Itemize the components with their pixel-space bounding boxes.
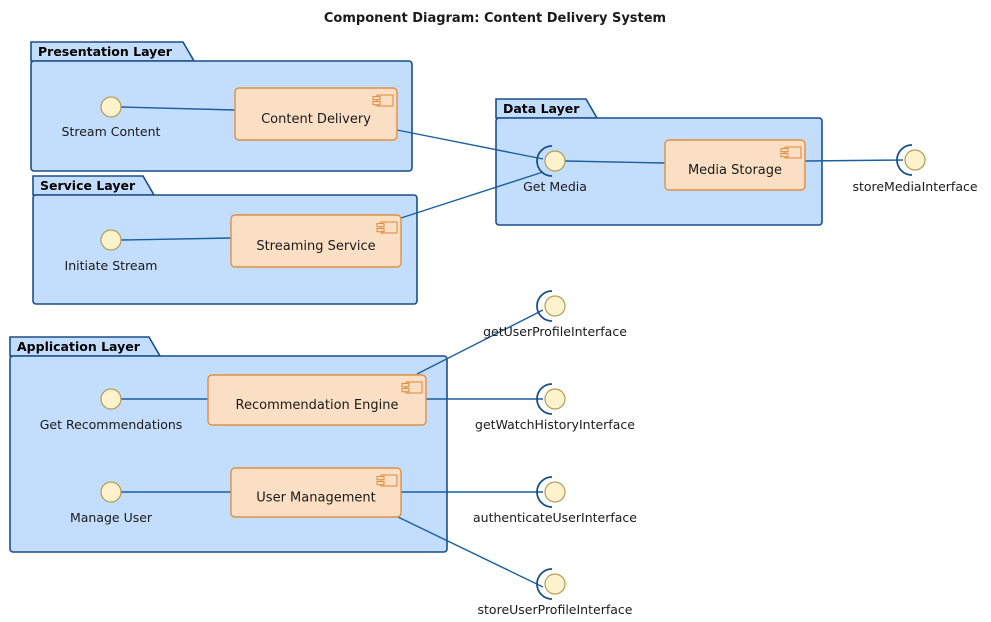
component-icon-body xyxy=(380,474,398,487)
interface-label: Get Recommendations xyxy=(40,417,183,432)
component-icon-body xyxy=(376,94,394,107)
component-box xyxy=(234,87,398,141)
connector-recommendation-engine-to-get-user-profile-interface xyxy=(416,309,544,375)
component-stereotype-icon xyxy=(401,381,423,394)
component-recommendation-engine[interactable]: Recommendation Engine xyxy=(207,374,427,426)
interface-label: getUserProfileInterface xyxy=(483,324,627,339)
component-label: Media Storage xyxy=(688,163,782,178)
page-title: Component Diagram: Content Delivery Syst… xyxy=(324,11,666,26)
connector-stream-content-to-content-delivery xyxy=(120,106,236,111)
interface-label: Manage User xyxy=(70,510,153,525)
interface-socket-arc xyxy=(536,145,553,177)
interface-socket-arc xyxy=(536,568,553,600)
component-label: User Management xyxy=(256,491,375,506)
component-media-storage[interactable]: Media Storage xyxy=(664,139,806,191)
connector-media-storage-to-store-media-interface xyxy=(804,159,904,162)
component-icon-tab-bottom xyxy=(376,480,385,486)
interface-initiate-stream[interactable]: Initiate Stream xyxy=(65,229,158,273)
connector-user-management-to-store-user-profile-interface xyxy=(397,516,544,588)
interface-ball-icon xyxy=(100,96,122,118)
interface-ball-icon xyxy=(544,150,566,172)
component-icon-tab-top xyxy=(376,222,385,228)
interface-label: authenticateUserInterface xyxy=(473,510,637,525)
interface-ball-icon xyxy=(544,388,566,410)
interface-label: storeUserProfileInterface xyxy=(478,602,633,617)
package-label: Application Layer xyxy=(17,339,141,354)
component-icon-tab-bottom xyxy=(780,152,789,158)
interface-ball-icon xyxy=(544,573,566,595)
component-icon-body xyxy=(405,381,423,394)
interface-label: Initiate Stream xyxy=(65,258,158,273)
interface-stream-content[interactable]: Stream Content xyxy=(62,96,161,139)
interface-get-user-profile-interface[interactable]: getUserProfileInterface xyxy=(483,290,627,339)
component-box xyxy=(664,139,806,191)
component-icon-tab-top xyxy=(376,475,385,481)
component-box xyxy=(230,467,402,518)
component-box xyxy=(207,374,427,426)
connector-streaming-service-to-get-media xyxy=(400,171,544,219)
component-box xyxy=(230,214,402,268)
interface-get-media[interactable]: Get Media xyxy=(523,145,587,194)
package-label: Service Layer xyxy=(40,178,136,193)
interface-ball-icon xyxy=(100,481,122,503)
interface-socket-arc xyxy=(896,144,913,176)
connector-initiate-stream-to-streaming-service xyxy=(120,237,232,241)
component-stereotype-icon xyxy=(780,146,802,159)
component-icon-body xyxy=(784,146,802,159)
component-stereotype-icon xyxy=(376,221,398,234)
interface-ball-icon xyxy=(100,229,122,251)
component-icon-tab-top xyxy=(372,95,381,101)
interface-label: Get Media xyxy=(523,179,587,194)
component-stereotype-icon xyxy=(376,474,398,487)
component-icon-tab-top xyxy=(780,147,789,153)
component-stereotype-icon xyxy=(372,94,394,107)
interface-label: getWatchHistoryInterface xyxy=(475,417,635,432)
connectors-layer xyxy=(120,106,904,588)
component-icon-tab-bottom xyxy=(372,100,381,106)
component-user-management[interactable]: User Management xyxy=(230,467,402,518)
interface-authenticate-user-interface[interactable]: authenticateUserInterface xyxy=(473,476,637,525)
interface-manage-user[interactable]: Manage User xyxy=(70,481,153,525)
interface-socket-arc xyxy=(536,476,553,508)
component-icon-tab-bottom xyxy=(401,387,410,393)
interface-ball-icon xyxy=(544,295,566,317)
interface-store-user-profile-interface[interactable]: storeUserProfileInterface xyxy=(478,568,633,617)
package-label: Presentation Layer xyxy=(38,44,173,59)
component-streaming-service[interactable]: Streaming Service xyxy=(230,214,402,268)
connector-get-media-to-media-storage xyxy=(564,160,666,164)
interface-label: storeMediaInterface xyxy=(852,179,977,194)
interface-ball-icon xyxy=(904,149,926,171)
component-icon-tab-top xyxy=(401,382,410,388)
package-label: Data Layer xyxy=(503,101,580,116)
interface-get-watch-history-interface[interactable]: getWatchHistoryInterface xyxy=(475,383,635,432)
interface-ball-icon xyxy=(544,481,566,503)
component-icon-tab-bottom xyxy=(376,227,385,233)
interface-socket-arc xyxy=(536,290,553,322)
component-label: Content Delivery xyxy=(261,112,371,127)
component-label: Recommendation Engine xyxy=(236,398,399,413)
component-icon-body xyxy=(380,221,398,234)
interface-ball-icon xyxy=(100,388,122,410)
interface-store-media-interface[interactable]: storeMediaInterface xyxy=(852,144,978,194)
interface-label: Stream Content xyxy=(62,124,161,139)
interface-socket-arc xyxy=(536,383,553,415)
component-label: Streaming Service xyxy=(256,239,375,254)
connector-content-delivery-to-get-media xyxy=(396,129,544,160)
interface-get-recommendations[interactable]: Get Recommendations xyxy=(40,388,183,432)
component-content-delivery[interactable]: Content Delivery xyxy=(234,87,398,141)
